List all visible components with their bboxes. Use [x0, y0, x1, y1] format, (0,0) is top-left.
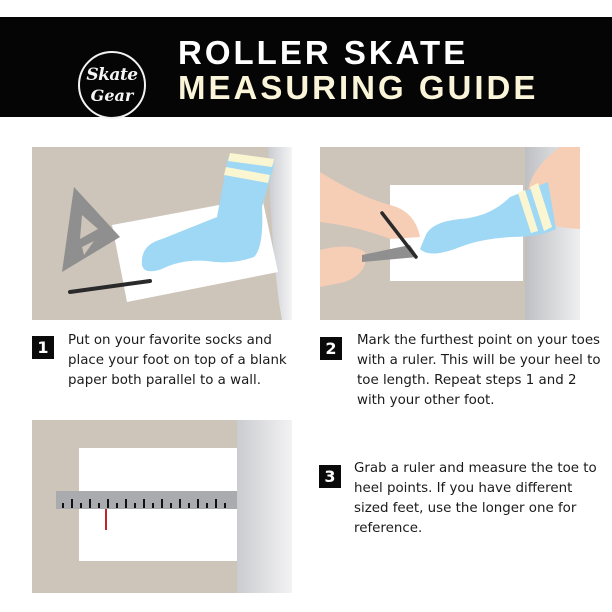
pencil: [68, 279, 152, 294]
triangle-ruler: [362, 245, 418, 262]
step-number-badge: 1: [32, 336, 54, 359]
wall: [268, 147, 292, 320]
logo-line2: Gear: [90, 86, 134, 105]
red-mark: [105, 509, 107, 530]
hand-upper: [320, 172, 420, 239]
sock-foot: [141, 157, 274, 272]
step1-illustration: [32, 147, 292, 320]
step2-illustration: [320, 147, 580, 320]
step-text: Put on your favorite socks and place you…: [68, 333, 287, 388]
step-text: Mark the furthest point on your toes wit…: [357, 333, 601, 408]
hand-lower: [320, 246, 366, 287]
page-title-line1: ROLLER SKATE: [178, 34, 469, 71]
step-number-badge: 3: [319, 465, 341, 488]
ruler: [56, 491, 237, 509]
header-banner: Skate Gear ROLLER SKATE MEASURING GUIDE: [0, 17, 612, 119]
step-text: Grab a ruler and measure the toe to heel…: [354, 461, 597, 536]
step3-illustration: [32, 420, 292, 593]
ruler-ticks: [62, 499, 226, 508]
pencil: [380, 211, 418, 259]
skate-gear-logo: Skate Gear: [78, 51, 146, 119]
logo-line1: Skate: [86, 65, 138, 85]
step-number-badge: 2: [320, 337, 342, 360]
page-title-line2: MEASURING GUIDE: [178, 69, 539, 106]
